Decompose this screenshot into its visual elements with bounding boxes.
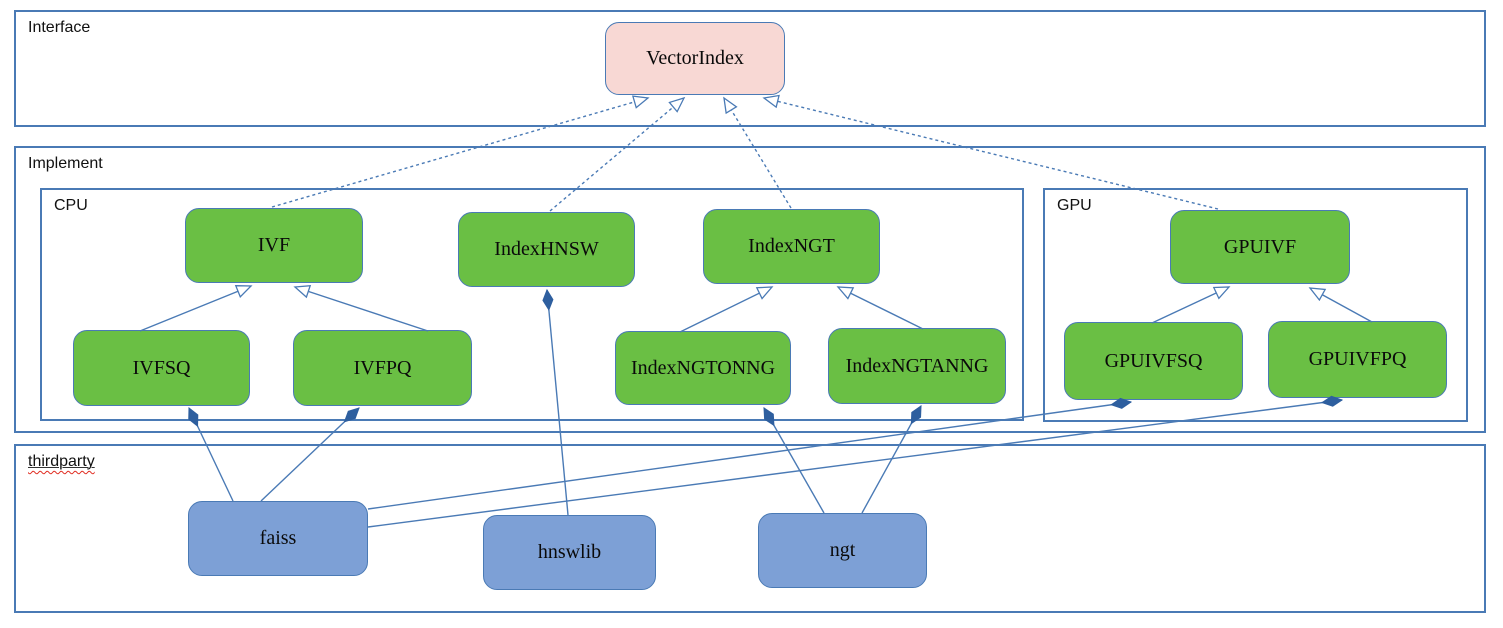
container-cpu-label: CPU: [54, 197, 88, 214]
node-hnswlib-label: hnswlib: [537, 541, 602, 563]
node-ngt: ngt: [758, 513, 927, 588]
node-indexngtanng: IndexNGTANNG: [828, 328, 1006, 404]
node-gpuivfsq-label: GPUIVFSQ: [1104, 349, 1203, 372]
node-indexngtonng: IndexNGTONNG: [615, 331, 791, 405]
container-implement-label: Implement: [28, 155, 103, 172]
node-vectorindex: VectorIndex: [605, 22, 785, 95]
node-ivfpq: IVFPQ: [293, 330, 472, 406]
node-ivf: IVF: [185, 208, 363, 283]
node-gpuivf: GPUIVF: [1170, 210, 1350, 284]
node-indexngt: IndexNGT: [703, 209, 880, 284]
node-indexngt-label: IndexNGT: [748, 235, 835, 257]
node-gpuivfpq-label: GPUIVFPQ: [1308, 348, 1407, 370]
node-ivfsq: IVFSQ: [73, 330, 250, 406]
container-gpu-label: GPU: [1057, 197, 1092, 214]
spellcheck-squiggle-text: thirdparty: [28, 453, 95, 470]
node-ivfpq-label: IVFPQ: [353, 356, 412, 379]
node-gpuivf-label: GPUIVF: [1223, 235, 1297, 258]
node-gpuivfsq: GPUIVFSQ: [1064, 322, 1243, 400]
container-interface-label: Interface: [28, 19, 91, 36]
node-indexhnsw-label: IndexHNSW: [494, 238, 599, 260]
node-indexhnsw: IndexHNSW: [458, 212, 635, 287]
node-ivf-label: IVF: [257, 234, 291, 256]
node-faiss-label: faiss: [259, 527, 297, 549]
node-ivfsq-label: IVFSQ: [132, 356, 191, 379]
node-gpuivfpq: GPUIVFPQ: [1268, 321, 1447, 398]
node-hnswlib: hnswlib: [483, 515, 656, 590]
node-vectorindex-label: VectorIndex: [646, 47, 744, 69]
node-faiss: faiss: [188, 501, 368, 576]
node-indexngtonng-label: IndexNGTONNG: [630, 356, 776, 379]
container-thirdparty-label: thirdparty: [28, 453, 95, 471]
node-ngt-label: ngt: [829, 539, 856, 561]
node-indexngtanng-label: IndexNGTANNG: [845, 354, 989, 377]
